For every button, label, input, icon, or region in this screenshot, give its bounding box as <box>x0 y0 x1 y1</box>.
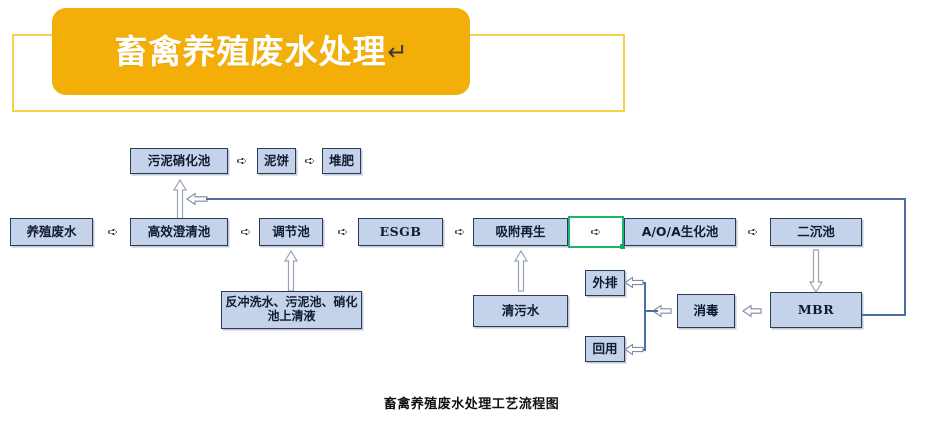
arrow-left-return-icon <box>186 192 208 206</box>
return-mark-icon: ↵ <box>387 37 408 66</box>
node-reuse[interactable]: 回用 <box>585 336 625 362</box>
connector-mbr-return-vertical <box>904 198 906 315</box>
node-aoa-biochemical-tank[interactable]: A/O/A生化池 <box>624 218 736 246</box>
arrow-right-icon: ➪ <box>454 224 466 240</box>
arrow-right-icon: ➪ <box>107 224 119 240</box>
node-mbr[interactable]: MBR <box>770 292 862 328</box>
arrow-left-mbr-disinfection-icon <box>742 304 762 318</box>
node-discharge[interactable]: 外排 <box>585 270 625 296</box>
node-high-efficiency-clarifier[interactable]: 高效澄清池 <box>130 218 228 246</box>
node-breeding-wastewater[interactable]: 养殖废水 <box>10 218 93 246</box>
diagram-caption: 畜禽养殖废水处理工艺流程图 <box>383 397 560 412</box>
arrow-left-disinfection-branch-icon <box>652 304 672 318</box>
connector-mbr-return-stub <box>861 314 906 316</box>
node-esgb[interactable]: ESGB <box>358 218 443 246</box>
page-title: 畜禽养殖废水处理 <box>114 32 387 71</box>
node-regulating-tank[interactable]: 调节池 <box>259 218 323 246</box>
title-banner[interactable]: 畜禽养殖废水处理 ↵ <box>52 8 470 95</box>
arrow-right-icon: ➪ <box>337 224 349 240</box>
selection-handle[interactable] <box>620 244 625 249</box>
node-adsorption-regeneration[interactable]: 吸附再生 <box>473 218 568 246</box>
arrow-up-clearwater-icon <box>513 249 529 292</box>
node-mud-cake[interactable]: 泥饼 <box>257 148 296 174</box>
arrow-left-discharge-icon <box>624 276 644 289</box>
arrow-left-reuse-icon <box>624 343 644 356</box>
connector-mbr-return-horizontal <box>206 198 906 200</box>
node-secondary-settling-tank[interactable]: 二沉池 <box>770 218 862 246</box>
selected-arrow-shape[interactable]: ➪ <box>568 216 625 249</box>
node-sludge-nitrification-tank[interactable]: 污泥硝化池 <box>130 148 228 174</box>
arrow-right-icon: ➪ <box>236 153 248 169</box>
arrow-up-backwash-icon <box>283 249 299 292</box>
arrow-down-mbr-icon <box>808 249 824 294</box>
connector-branch-stub <box>644 310 658 312</box>
connector-branch-vertical <box>644 282 646 350</box>
node-disinfection[interactable]: 消毒 <box>677 294 735 328</box>
arrow-right-icon: ➪ <box>747 224 759 240</box>
node-backwash-sludge-supernatant[interactable]: 反冲洗水、污泥池、硝化池上清液 <box>221 291 362 329</box>
arrow-right-icon: ➪ <box>240 224 252 240</box>
node-compost[interactable]: 堆肥 <box>322 148 361 174</box>
node-clear-water[interactable]: 清污水 <box>473 295 568 327</box>
arrow-right-icon: ➪ <box>590 224 602 240</box>
arrow-right-icon: ➪ <box>304 153 316 169</box>
